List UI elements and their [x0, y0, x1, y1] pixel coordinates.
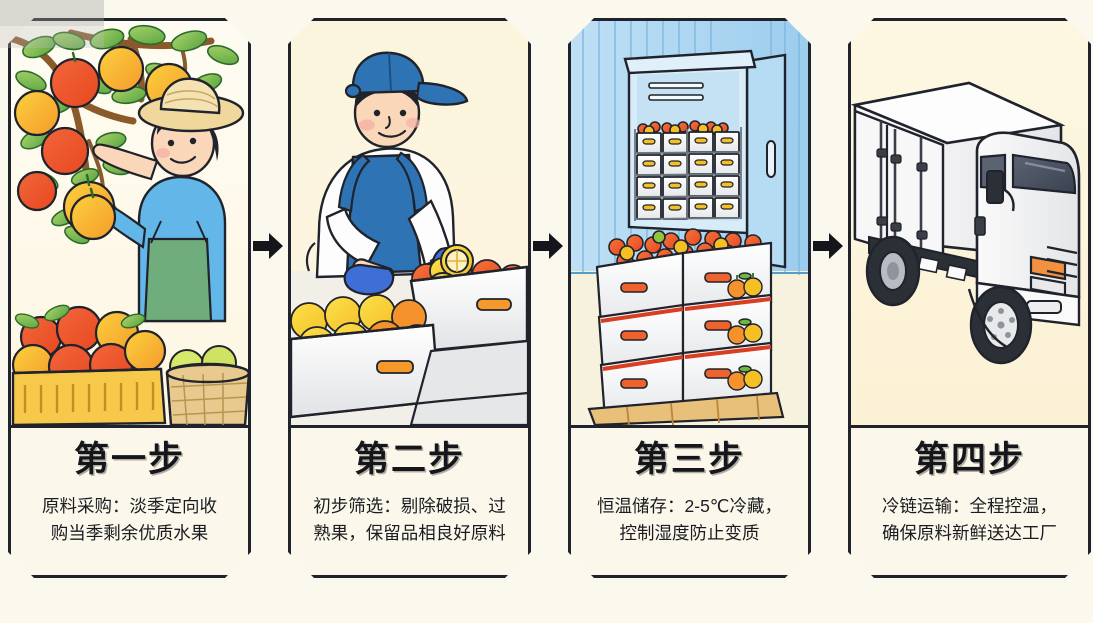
illustration-refrigerated-truck — [851, 21, 1088, 428]
step-desc-line-1: 初步筛选：剔除破损、过 — [313, 496, 506, 516]
arrow-right-icon-2 — [531, 231, 565, 261]
step-card-3: 第三步 恒温储存：2-5℃冷藏， 控制湿度防止变质 — [568, 18, 811, 578]
caption-block-4: 第四步 冷链运输：全程控温， 确保原料新鲜送达工厂 — [851, 428, 1088, 575]
step-desc-line-2: 确保原料新鲜送达工厂 — [882, 523, 1057, 544]
arrow-right-icon-3 — [811, 231, 845, 261]
caption-block-2: 第二步 初步筛选：剔除破损、过 熟果，保留品相良好原料 — [291, 428, 528, 575]
step-desc-4: 冷链运输：全程控温， 确保原料新鲜送达工厂 — [863, 493, 1077, 547]
step-desc-2: 初步筛选：剔除破损、过 熟果，保留品相良好原料 — [303, 493, 517, 547]
step-title-3: 第三步 — [633, 440, 745, 479]
arrow-right-icon-1 — [251, 231, 285, 261]
step-card-1: 第一步 原料采购：淡季定向收 购当季剩余优质水果 — [8, 18, 251, 578]
step-desc-line-1: 原料采购：淡季定向收 — [42, 496, 217, 516]
step-title-4: 第四步 — [913, 440, 1025, 479]
step-desc-line-1: 恒温储存：2-5℃冷藏， — [597, 496, 782, 516]
illustration-worker-sorting-fruit — [291, 21, 528, 428]
step-card-4: 第四步 冷链运输：全程控温， 确保原料新鲜送达工厂 — [848, 18, 1091, 578]
step-desc-line-2: 购当季剩余优质水果 — [50, 523, 209, 544]
step-desc-line-1: 冷链运输：全程控温， — [882, 496, 1057, 516]
step-desc-1: 原料采购：淡季定向收 购当季剩余优质水果 — [23, 493, 237, 547]
step-desc-3: 恒温储存：2-5℃冷藏， 控制湿度防止变质 — [583, 493, 797, 547]
step-title-1: 第一步 — [73, 440, 185, 479]
step-card-2: 第二步 初步筛选：剔除破损、过 熟果，保留品相良好原料 — [288, 18, 531, 578]
step-title-2: 第二步 — [353, 440, 465, 479]
step-desc-line-2: 控制湿度防止变质 — [619, 523, 760, 544]
caption-block-3: 第三步 恒温储存：2-5℃冷藏， 控制湿度防止变质 — [571, 428, 808, 575]
illustration-farmer-picking-fruit — [11, 21, 248, 428]
caption-block-1: 第一步 原料采购：淡季定向收 购当季剩余优质水果 — [11, 428, 248, 575]
illustration-cold-storage-room — [571, 21, 808, 428]
step-desc-line-2: 熟果，保留品相良好原料 — [313, 523, 506, 544]
